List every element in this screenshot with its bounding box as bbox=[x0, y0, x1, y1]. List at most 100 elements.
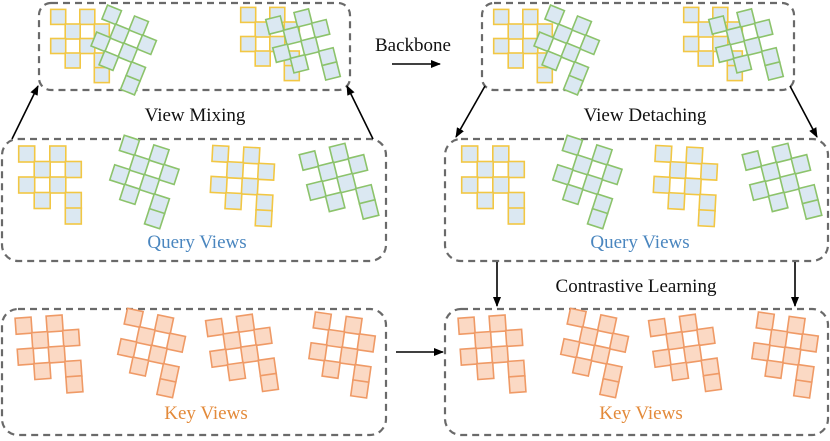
patch bbox=[697, 50, 714, 67]
patch bbox=[521, 8, 539, 26]
patch bbox=[64, 23, 81, 40]
patch bbox=[93, 66, 111, 84]
patch bbox=[63, 359, 83, 379]
patch bbox=[460, 145, 479, 163]
patch bbox=[108, 163, 131, 186]
patch bbox=[108, 23, 131, 45]
patch bbox=[289, 53, 310, 74]
patch bbox=[224, 191, 243, 211]
query-view-grid-left-3 bbox=[209, 144, 276, 228]
patch bbox=[551, 163, 574, 186]
patch bbox=[321, 60, 342, 82]
patch bbox=[781, 346, 802, 367]
patch bbox=[135, 33, 158, 56]
view-mixing-label: View Mixing bbox=[145, 105, 246, 126]
query-views-label-right: Query Views bbox=[590, 232, 689, 253]
key-view-grid-right-1 bbox=[457, 314, 527, 394]
patch bbox=[255, 193, 274, 212]
key-view-grid-right-4 bbox=[750, 311, 820, 399]
patch bbox=[586, 207, 609, 230]
mixed-view-grid-top-left-d bbox=[264, 7, 342, 82]
patch bbox=[459, 347, 479, 367]
query-view-grid-left-2 bbox=[108, 134, 181, 230]
patch bbox=[651, 348, 672, 369]
patch bbox=[590, 344, 612, 366]
patch bbox=[256, 162, 276, 181]
patch bbox=[581, 173, 604, 196]
mixed-views-box bbox=[37, 1, 352, 92]
patch bbox=[147, 143, 171, 167]
patch bbox=[508, 374, 527, 394]
patch bbox=[491, 176, 510, 194]
patch bbox=[356, 332, 377, 353]
patch bbox=[127, 14, 150, 37]
patch bbox=[298, 149, 320, 172]
patch bbox=[685, 146, 704, 165]
patch bbox=[292, 7, 314, 29]
patch bbox=[312, 311, 333, 331]
patch bbox=[735, 7, 757, 29]
patch bbox=[138, 173, 161, 196]
patch bbox=[349, 379, 370, 399]
patch bbox=[128, 356, 150, 377]
mixed-view-grid-top-right-b bbox=[532, 4, 601, 96]
patch bbox=[665, 330, 686, 351]
arrow-icon bbox=[789, 85, 818, 138]
patch bbox=[48, 176, 67, 194]
patch bbox=[667, 191, 686, 211]
patch bbox=[47, 345, 67, 364]
patch bbox=[17, 176, 36, 194]
patch bbox=[741, 149, 763, 172]
patch bbox=[64, 207, 83, 225]
patch bbox=[748, 179, 771, 202]
patch bbox=[307, 341, 328, 362]
patch bbox=[64, 52, 81, 69]
patch bbox=[488, 314, 508, 333]
patch bbox=[490, 345, 510, 364]
patch bbox=[714, 43, 735, 64]
patch bbox=[532, 31, 555, 53]
patch bbox=[119, 74, 142, 96]
patch bbox=[492, 8, 510, 26]
patch bbox=[551, 23, 574, 45]
patch bbox=[543, 4, 566, 26]
patch bbox=[507, 23, 524, 40]
patch bbox=[324, 191, 346, 213]
patch bbox=[97, 49, 120, 72]
patch bbox=[16, 347, 36, 367]
patch bbox=[725, 25, 746, 46]
patch bbox=[699, 162, 719, 181]
patch bbox=[778, 172, 801, 194]
patch bbox=[491, 145, 510, 163]
patch bbox=[204, 317, 225, 338]
patch bbox=[771, 142, 793, 164]
mixed-view-grid-top-left-a bbox=[49, 8, 111, 84]
patch bbox=[61, 328, 81, 348]
patch bbox=[239, 343, 260, 364]
patch bbox=[65, 374, 84, 394]
patch bbox=[343, 315, 363, 336]
patch bbox=[786, 315, 806, 336]
key-view-grid-left-3 bbox=[204, 313, 280, 393]
patch bbox=[208, 348, 229, 369]
patch bbox=[697, 208, 716, 228]
patch bbox=[473, 330, 493, 350]
key-views-label-right: Key Views bbox=[599, 403, 682, 424]
patch bbox=[571, 356, 593, 377]
arrow-icon bbox=[455, 85, 486, 138]
patch bbox=[460, 176, 479, 194]
patch bbox=[768, 328, 789, 349]
mixed-view-grid-top-right-d bbox=[707, 7, 785, 82]
patch bbox=[476, 160, 494, 179]
patch bbox=[226, 361, 247, 382]
patch bbox=[271, 43, 292, 64]
query-views-label-left: Query Views bbox=[147, 232, 246, 253]
patch bbox=[698, 193, 717, 212]
patch bbox=[750, 341, 771, 362]
key-views-box-right bbox=[443, 307, 830, 437]
query-view-grid-left-4 bbox=[298, 142, 380, 221]
patch bbox=[64, 160, 83, 179]
patch bbox=[608, 332, 630, 354]
patch bbox=[695, 326, 716, 347]
